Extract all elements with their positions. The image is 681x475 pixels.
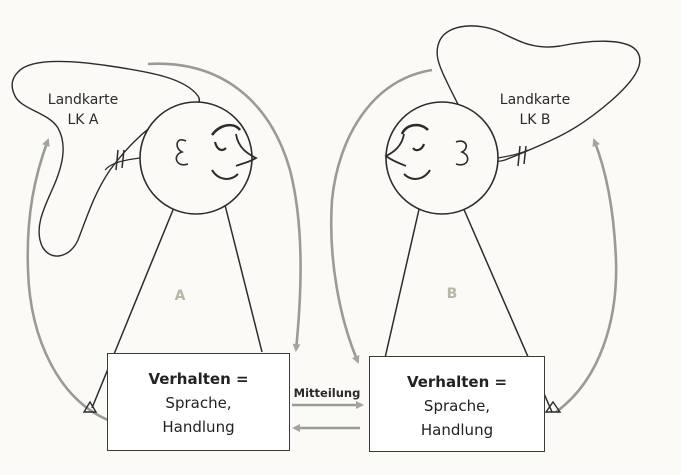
person-b-head — [386, 102, 498, 214]
loop-arrow-b-right — [556, 140, 616, 412]
behavior-b-line2: Sprache, — [370, 397, 544, 415]
person-a-letter: A — [170, 288, 190, 304]
person-a-head — [140, 102, 252, 214]
behavior-box-a: Verhalten = Sprache, Handlung — [107, 353, 290, 451]
behavior-b-line3: Handlung — [370, 421, 544, 439]
behavior-box-b: Verhalten = Sprache, Handlung — [369, 356, 545, 452]
map-a-line1: Landkarte — [38, 90, 128, 110]
message-label: Mitteilung — [292, 386, 362, 400]
behavior-a-line2: Sprache, — [108, 394, 289, 412]
map-label-b: Landkarte LK B — [490, 90, 580, 130]
person-b-letter: B — [442, 286, 462, 302]
map-a-line2: LK A — [38, 110, 128, 130]
behavior-a-title: Verhalten = — [108, 370, 289, 388]
behavior-a-line3: Handlung — [108, 418, 289, 436]
behavior-b-title: Verhalten = — [370, 373, 544, 391]
loop-arrow-a-left — [28, 140, 108, 420]
map-label-a: Landkarte LK A — [38, 90, 128, 130]
map-b-line1: Landkarte — [490, 90, 580, 110]
map-b-line2: LK B — [490, 110, 580, 130]
